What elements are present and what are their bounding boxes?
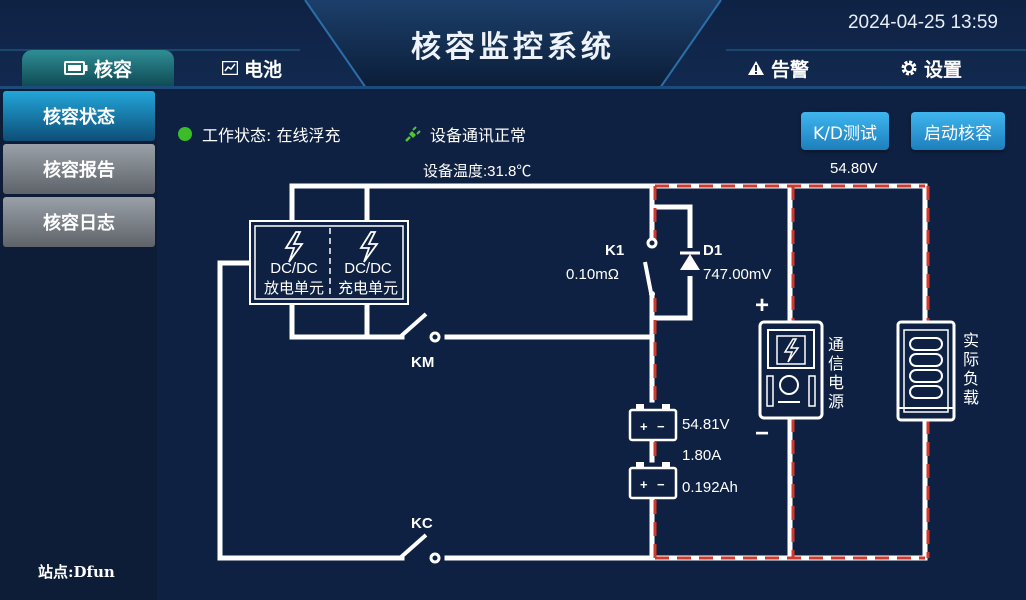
k1-label: K1: [605, 242, 625, 259]
km-switch: [398, 312, 441, 343]
svg-text:+: +: [640, 419, 648, 434]
tab-capacity[interactable]: 核容: [22, 50, 174, 86]
sidebar-item-capacity-status[interactable]: 核容状态: [3, 91, 155, 141]
comm-status: 设备通讯正常: [404, 122, 526, 146]
dcdc-charge-line2: 充电单元: [337, 280, 398, 297]
dcdc-unit: [249, 220, 409, 305]
site-label: 站点:Dfun: [38, 563, 115, 581]
work-status-text: 工作状态: 在线浮充: [202, 126, 341, 145]
positive-terminal: +: [755, 292, 770, 319]
start-capacity-button[interactable]: 启动核容: [911, 112, 1005, 150]
telecom-power-unit: [758, 320, 824, 420]
battery-current: 1.80A: [682, 447, 722, 464]
sidebar-item-capacity-log[interactable]: 核容日志: [3, 197, 155, 247]
telecom-power-label: 通信电源: [828, 337, 845, 411]
lightning-icon: [359, 231, 379, 263]
lightning-icon: [284, 231, 304, 263]
svg-text:−: −: [657, 477, 665, 492]
tab-alarm[interactable]: 告警: [702, 50, 854, 86]
device-temperature: 设备温度:31.8℃: [423, 163, 532, 180]
actual-load-label: 实际负载: [963, 333, 980, 407]
svg-text:−: −: [657, 419, 665, 434]
chart-icon: [221, 61, 238, 75]
d1-diode: [680, 248, 700, 276]
tab-divider: [0, 86, 1026, 89]
tab-label: 核容: [93, 58, 132, 81]
work-status: 工作状态: 在线浮充: [178, 122, 340, 146]
kc-label: KC: [411, 515, 433, 532]
sidebar: 核容状态 核容报告 核容日志 站点:Dfun: [0, 89, 157, 600]
plug-icon: [404, 125, 422, 143]
main-panel: [157, 89, 1026, 600]
tab-label: 电池: [243, 58, 282, 81]
d1-voltage: 747.00mV: [703, 266, 772, 283]
gear-icon: [900, 59, 918, 77]
sidebar-item-capacity-report[interactable]: 核容报告: [3, 144, 155, 194]
sidebar-item-label: 核容状态: [43, 107, 115, 128]
tab-label: 设置: [923, 58, 962, 81]
sidebar-item-label: 核容日志: [43, 213, 115, 234]
negative-terminal: −: [755, 420, 770, 447]
k1-switch: [643, 237, 658, 299]
actual-load-unit: [896, 320, 956, 422]
k1-resistance: 0.10mΩ: [566, 266, 619, 283]
d1-label: D1: [703, 242, 723, 259]
kd-test-button[interactable]: K/D测试: [801, 112, 889, 150]
sidebar-item-label: 核容报告: [43, 160, 115, 181]
status-dot-icon: [178, 127, 192, 141]
svg-text:+: +: [640, 477, 648, 492]
dcdc-discharge-line2: 放电单元: [263, 280, 324, 297]
kc-switch: [398, 533, 441, 564]
dcdc-discharge-line1: DC/DC: [270, 260, 318, 277]
datetime-display: 2024-04-25 13:59: [847, 12, 998, 33]
battery-icon: [63, 61, 88, 75]
page-title: 核容监控系统: [411, 30, 615, 65]
dcdc-charge-line1: DC/DC: [344, 260, 392, 277]
comm-status-text: 设备通讯正常: [430, 126, 527, 145]
battery-capacity: 0.192Ah: [682, 479, 738, 496]
tab-settings[interactable]: 设置: [855, 50, 1007, 86]
bus-voltage: 54.80V: [830, 160, 878, 177]
battery-voltage: 54.81V: [682, 416, 730, 433]
tab-battery[interactable]: 电池: [176, 50, 328, 86]
battery-pack: + − + −: [628, 404, 678, 500]
warning-icon: [747, 60, 765, 76]
km-label: KM: [411, 354, 435, 371]
tab-label: 告警: [770, 58, 809, 81]
